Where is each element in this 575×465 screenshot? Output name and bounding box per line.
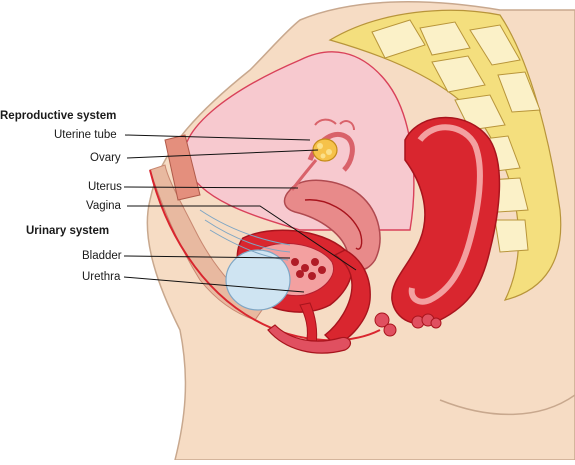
peritoneal-cavity: [183, 51, 415, 231]
ovary-follicles: [317, 143, 332, 159]
uterine-cavity: [304, 199, 363, 250]
label-urethra: Urethra: [82, 271, 121, 283]
label-uterus: Uterus: [88, 181, 122, 193]
rectum-lumen: [408, 124, 483, 305]
label-ovary: Ovary: [90, 152, 121, 164]
anal-sphincter: [374, 312, 442, 337]
leader-uterus: [123, 186, 299, 189]
ligament-fibers: [199, 209, 291, 261]
labia: [267, 324, 352, 354]
rectum-shape: [391, 116, 501, 325]
leader-ovary: [126, 149, 319, 159]
urinary-system-heading: Urinary system: [26, 225, 110, 237]
label-bladder: Bladder: [82, 250, 122, 262]
gluteal-curve: [439, 394, 575, 416]
bladder-rugae: [291, 258, 326, 280]
reproductive-system-heading: Reproductive system: [0, 110, 117, 122]
pubic-fat-pad: [225, 249, 291, 311]
leader-urethra: [123, 276, 305, 293]
leader-vagina: [127, 205, 357, 271]
leader-uterine-tube: [124, 134, 311, 141]
label-uterine-tube: Uterine tube: [54, 129, 117, 141]
label-vagina: Vagina: [86, 200, 121, 212]
fimbriae: [314, 118, 355, 131]
vertebrae: [371, 19, 541, 253]
leader-bladder: [123, 255, 291, 259]
vagina-shape: [323, 249, 371, 346]
